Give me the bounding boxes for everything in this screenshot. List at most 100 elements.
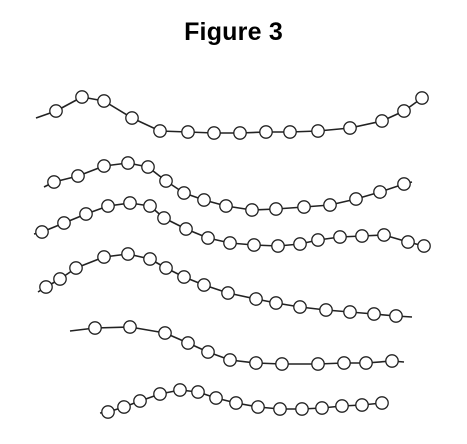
bead-circle [125,111,139,125]
bead-circle [143,252,157,266]
bead-circle [159,261,173,275]
bead-circle [401,235,415,249]
bead-circle [259,125,273,139]
chain-backbone-line [37,253,413,318]
bead-circle [269,296,283,310]
chain-4 [37,247,413,323]
chain-6 [99,383,389,419]
bead-circle [293,237,307,251]
bead-circle [311,124,325,138]
bead-circle [201,345,215,359]
bead-circle [97,159,111,173]
bead-circle [197,278,211,292]
bead-circle [319,303,333,317]
bead-circle [229,396,243,410]
bead-circle [385,354,399,368]
bead-circle [153,387,167,401]
bead-circle [75,90,89,104]
bead-circle [157,211,171,225]
bead-circle [153,124,167,138]
bead-circle [245,203,259,217]
bead-circle [201,231,215,245]
bead-circle [191,385,205,399]
bead-circle [359,356,373,370]
bead-circle [273,402,287,416]
bead-circle [79,207,93,221]
chain-2 [43,156,413,217]
bead-circle [181,336,195,350]
chain-backbone-line [35,96,424,134]
bead-circle [417,239,431,253]
figure-title: Figure 3 [184,18,283,46]
bead-circle [269,202,283,216]
bead-circle [293,300,307,314]
bead-circle [355,229,369,243]
bead-circle [49,104,63,118]
bead-circle [39,280,53,294]
bead-circle [219,199,233,213]
bead-circle [47,175,61,189]
chain-5 [69,320,405,371]
bead-circle [121,156,135,170]
bead-circle [315,401,329,415]
bead-circle [377,228,391,242]
bead-circle [209,391,223,405]
bead-circle [181,125,195,139]
bead-circle [69,261,83,275]
bead-circle [53,272,67,286]
bead-circle [223,236,237,250]
bead-circle [249,356,263,370]
bead-circle [57,216,71,230]
bead-circle [343,305,357,319]
bead-circle [97,94,111,108]
bead-circle [349,192,363,206]
bead-circle [141,160,155,174]
bead-circle [283,125,297,139]
bead-circle [97,250,111,264]
bead-circle [143,199,157,213]
bead-circle [311,233,325,247]
bead-circle [123,196,137,210]
bead-circle [367,307,381,321]
bead-circle [101,199,115,213]
bead-circle [323,198,337,212]
bead-circle [397,104,411,118]
bead-circle [373,185,387,199]
bead-circle [117,400,131,414]
bead-circle [197,193,211,207]
bead-circle [333,230,347,244]
bead-circle [247,238,261,252]
bead-circle [88,321,102,335]
chains-layer [33,90,431,419]
bead-circle [335,399,349,413]
chain-3 [33,196,431,253]
bead-circle [158,326,172,340]
bead-circle [71,169,85,183]
bead-circle [249,292,263,306]
bead-circle [375,114,389,128]
bead-circle [415,91,429,105]
bead-circle [375,396,389,410]
bead-circle [355,398,369,412]
bead-circle [177,186,191,200]
bead-circle [173,383,187,397]
bead-circle [389,309,403,323]
bead-circle [223,353,237,367]
chain-1 [35,90,429,140]
bead-circle [221,286,235,300]
bead-circle [177,270,191,284]
bead-circle [297,200,311,214]
bead-circle [343,121,357,135]
chain-backbone-line [69,326,405,365]
bead-circle [101,405,115,419]
bead-circle [179,222,193,236]
bead-circle [133,394,147,408]
bead-circle [207,126,221,140]
bead-circle [275,357,289,371]
bead-circle [121,247,135,261]
bead-circle [159,174,173,188]
bead-circle [397,177,411,191]
bead-circle [311,357,325,371]
bead-circle [123,320,137,334]
